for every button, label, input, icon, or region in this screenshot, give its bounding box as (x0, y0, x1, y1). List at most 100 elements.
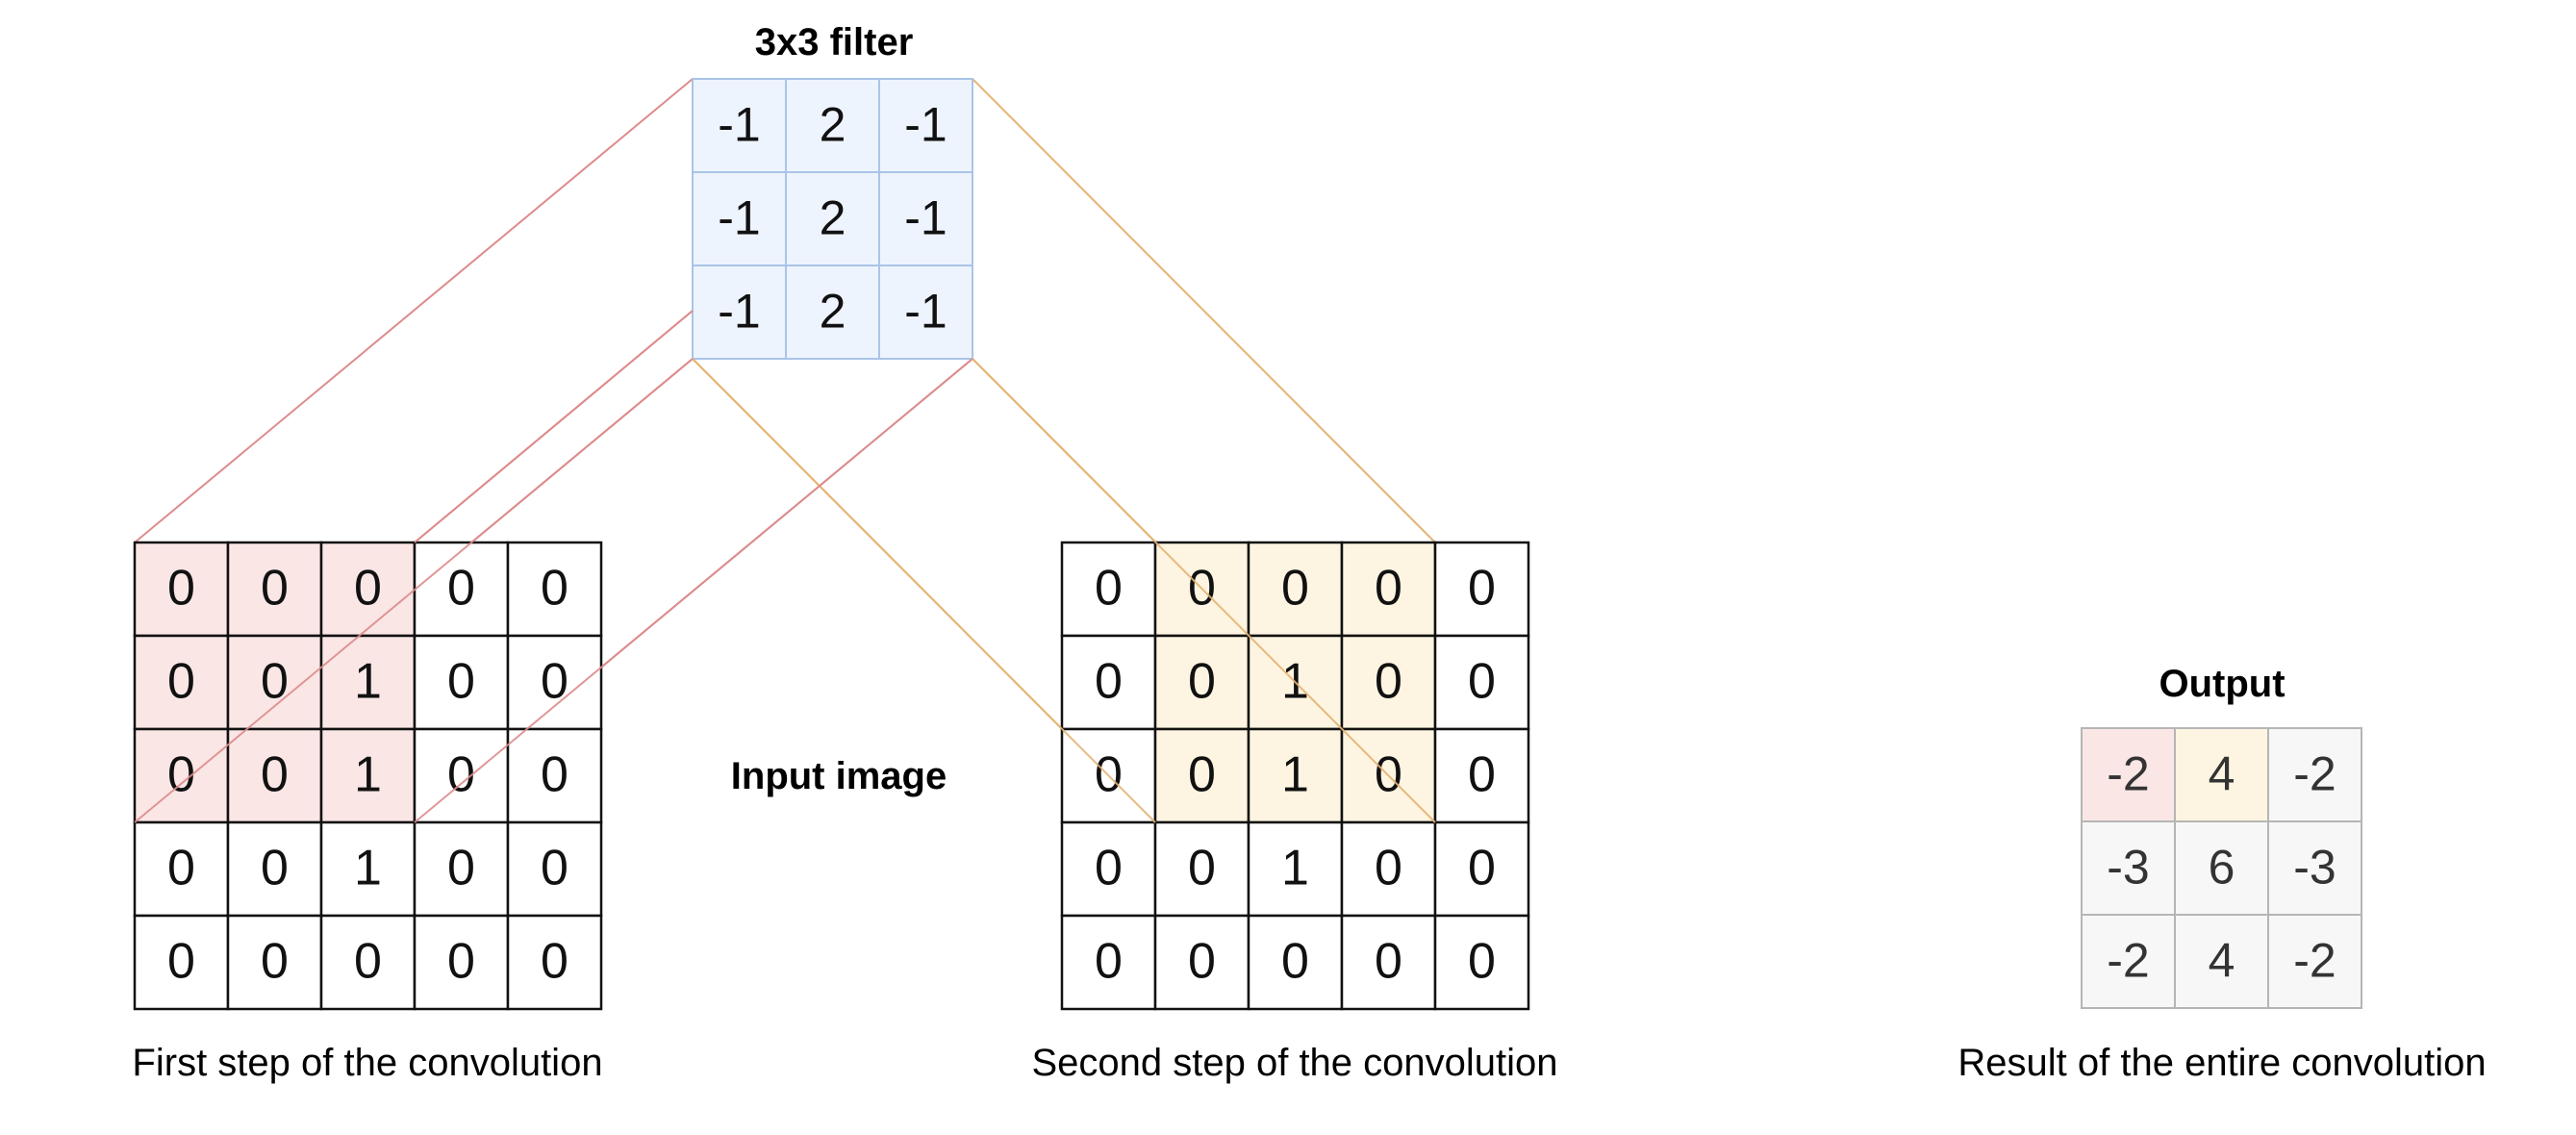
second-step-cell-0-4 (1433, 541, 1530, 638)
first-connector-bottom-right-overlay (414, 358, 973, 823)
first-step-cell-1-4 (506, 634, 603, 731)
first-step-value-0-2: 0 (354, 561, 382, 617)
filter-title: 3x3 filter (755, 21, 914, 63)
filter-cell-1-2 (878, 171, 973, 266)
filter-value-0-1: 2 (820, 98, 846, 152)
output-value-2-1: 4 (2209, 934, 2235, 988)
second-step-cell-4-0 (1060, 914, 1157, 1011)
second-step-cell-1-1 (1153, 634, 1250, 731)
output-value-1-0: -3 (2107, 841, 2149, 895)
first-step-value-4-2: 0 (354, 934, 382, 990)
second-step-cell-4-1 (1153, 914, 1250, 1011)
first-step-value-2-1: 0 (261, 747, 289, 803)
first-step-cell-4-2 (319, 914, 417, 1011)
second-connector-bottom-left-overlay (692, 358, 1156, 823)
second-step-cell-3-2 (1247, 820, 1344, 918)
second-step-value-0-3: 0 (1375, 561, 1402, 617)
filter-cell-1-1 (785, 171, 880, 266)
first-step-value-0-1: 0 (261, 561, 289, 617)
first-step-value-2-2: 1 (354, 747, 382, 803)
output-value-2-2: -2 (2293, 934, 2336, 988)
output-cell-2-1 (2174, 914, 2269, 1009)
second-step-value-1-4: 0 (1468, 654, 1496, 710)
first-step-value-1-3: 0 (447, 654, 475, 710)
filter-value-1-0: -1 (718, 191, 760, 245)
first-step-value-3-1: 0 (261, 841, 289, 896)
second-step-cell-2-4 (1433, 727, 1530, 824)
second-step-value-3-2: 1 (1281, 841, 1309, 896)
first-step-value-3-3: 0 (447, 841, 475, 896)
first-step-value-1-4: 0 (541, 654, 568, 710)
second-step-cell-1-4 (1433, 634, 1530, 731)
output-cell-0-0 (2081, 727, 2176, 822)
first-step-value-4-4: 0 (541, 934, 568, 990)
filter-value-1-1: 2 (820, 191, 846, 245)
first-step-cell-3-3 (413, 820, 510, 918)
second-step-value-2-1: 0 (1188, 747, 1216, 803)
output-value-1-2: -3 (2293, 841, 2336, 895)
first-step-value-3-2: 1 (354, 841, 382, 896)
filter-value-2-0: -1 (718, 285, 760, 339)
second-step-value-4-1: 0 (1188, 934, 1216, 990)
second-step-value-2-2: 1 (1281, 747, 1309, 803)
output-cell-2-2 (2267, 914, 2362, 1009)
first-step-cell-4-1 (226, 914, 323, 1011)
filter-cell-0-1 (785, 78, 880, 173)
first-step-cell-2-4 (506, 727, 603, 824)
output-caption: Result of the entire convolution (1957, 1042, 2486, 1084)
second-step-value-1-0: 0 (1095, 654, 1123, 710)
first-step-value-1-0: 0 (167, 654, 195, 710)
output-cell-0-1 (2174, 727, 2269, 822)
first-step-value-4-1: 0 (261, 934, 289, 990)
first-step-cell-3-0 (133, 820, 230, 918)
input-image-label: Input image (731, 755, 947, 797)
second-step-cell-4-4 (1433, 914, 1530, 1011)
output-cell-1-0 (2081, 820, 2176, 916)
second-step-value-0-0: 0 (1095, 561, 1123, 617)
second-step-cell-2-2 (1247, 727, 1344, 824)
first-connector-top-left (134, 78, 694, 543)
first-step-cell-3-1 (226, 820, 323, 918)
first-step-value-2-4: 0 (541, 747, 568, 803)
second-step-value-3-0: 0 (1095, 841, 1123, 896)
filter-value-1-2: -1 (904, 191, 947, 245)
first-step-cell-1-1 (226, 634, 323, 731)
filter-cell-1-0 (692, 171, 787, 266)
second-step-value-0-2: 0 (1281, 561, 1309, 617)
second-step-value-1-1: 0 (1188, 654, 1216, 710)
first-step-value-3-0: 0 (167, 841, 195, 896)
first-step-cell-4-4 (506, 914, 603, 1011)
first-connector-top-right-overlay (414, 310, 694, 543)
filter-value-0-2: -1 (904, 98, 947, 152)
first-step-value-1-1: 0 (261, 654, 289, 710)
filter-value-0-0: -1 (718, 98, 760, 152)
second-step-value-3-1: 0 (1188, 841, 1216, 896)
second-connector-bottom-right-overlay (972, 358, 1436, 823)
connector-lines-overlay (134, 310, 1436, 823)
first-step-value-4-0: 0 (167, 934, 195, 990)
first-step-cell-0-1 (226, 541, 323, 638)
first-step-cell-0-4 (506, 541, 603, 638)
first-step-value-0-3: 0 (447, 561, 475, 617)
second-step-cell-4-3 (1340, 914, 1437, 1011)
output-value-0-1: 4 (2209, 747, 2235, 801)
second-step-value-4-3: 0 (1375, 934, 1402, 990)
first-step-cell-1-2 (319, 634, 417, 731)
output-title: Output (2159, 663, 2285, 705)
first-step-cell-2-1 (226, 727, 323, 824)
second-step-value-1-3: 0 (1375, 654, 1402, 710)
second-connector-top-right (972, 78, 1436, 543)
second-step-value-4-2: 0 (1281, 934, 1309, 990)
output-cell-1-1 (2174, 820, 2269, 916)
filter-value-2-1: 2 (820, 285, 846, 339)
second-step-value-0-4: 0 (1468, 561, 1496, 617)
output-cell-1-2 (2267, 820, 2362, 916)
second-step-cell-4-2 (1247, 914, 1344, 1011)
output-cell-2-0 (2081, 914, 2176, 1009)
first-step-value-0-4: 0 (541, 561, 568, 617)
